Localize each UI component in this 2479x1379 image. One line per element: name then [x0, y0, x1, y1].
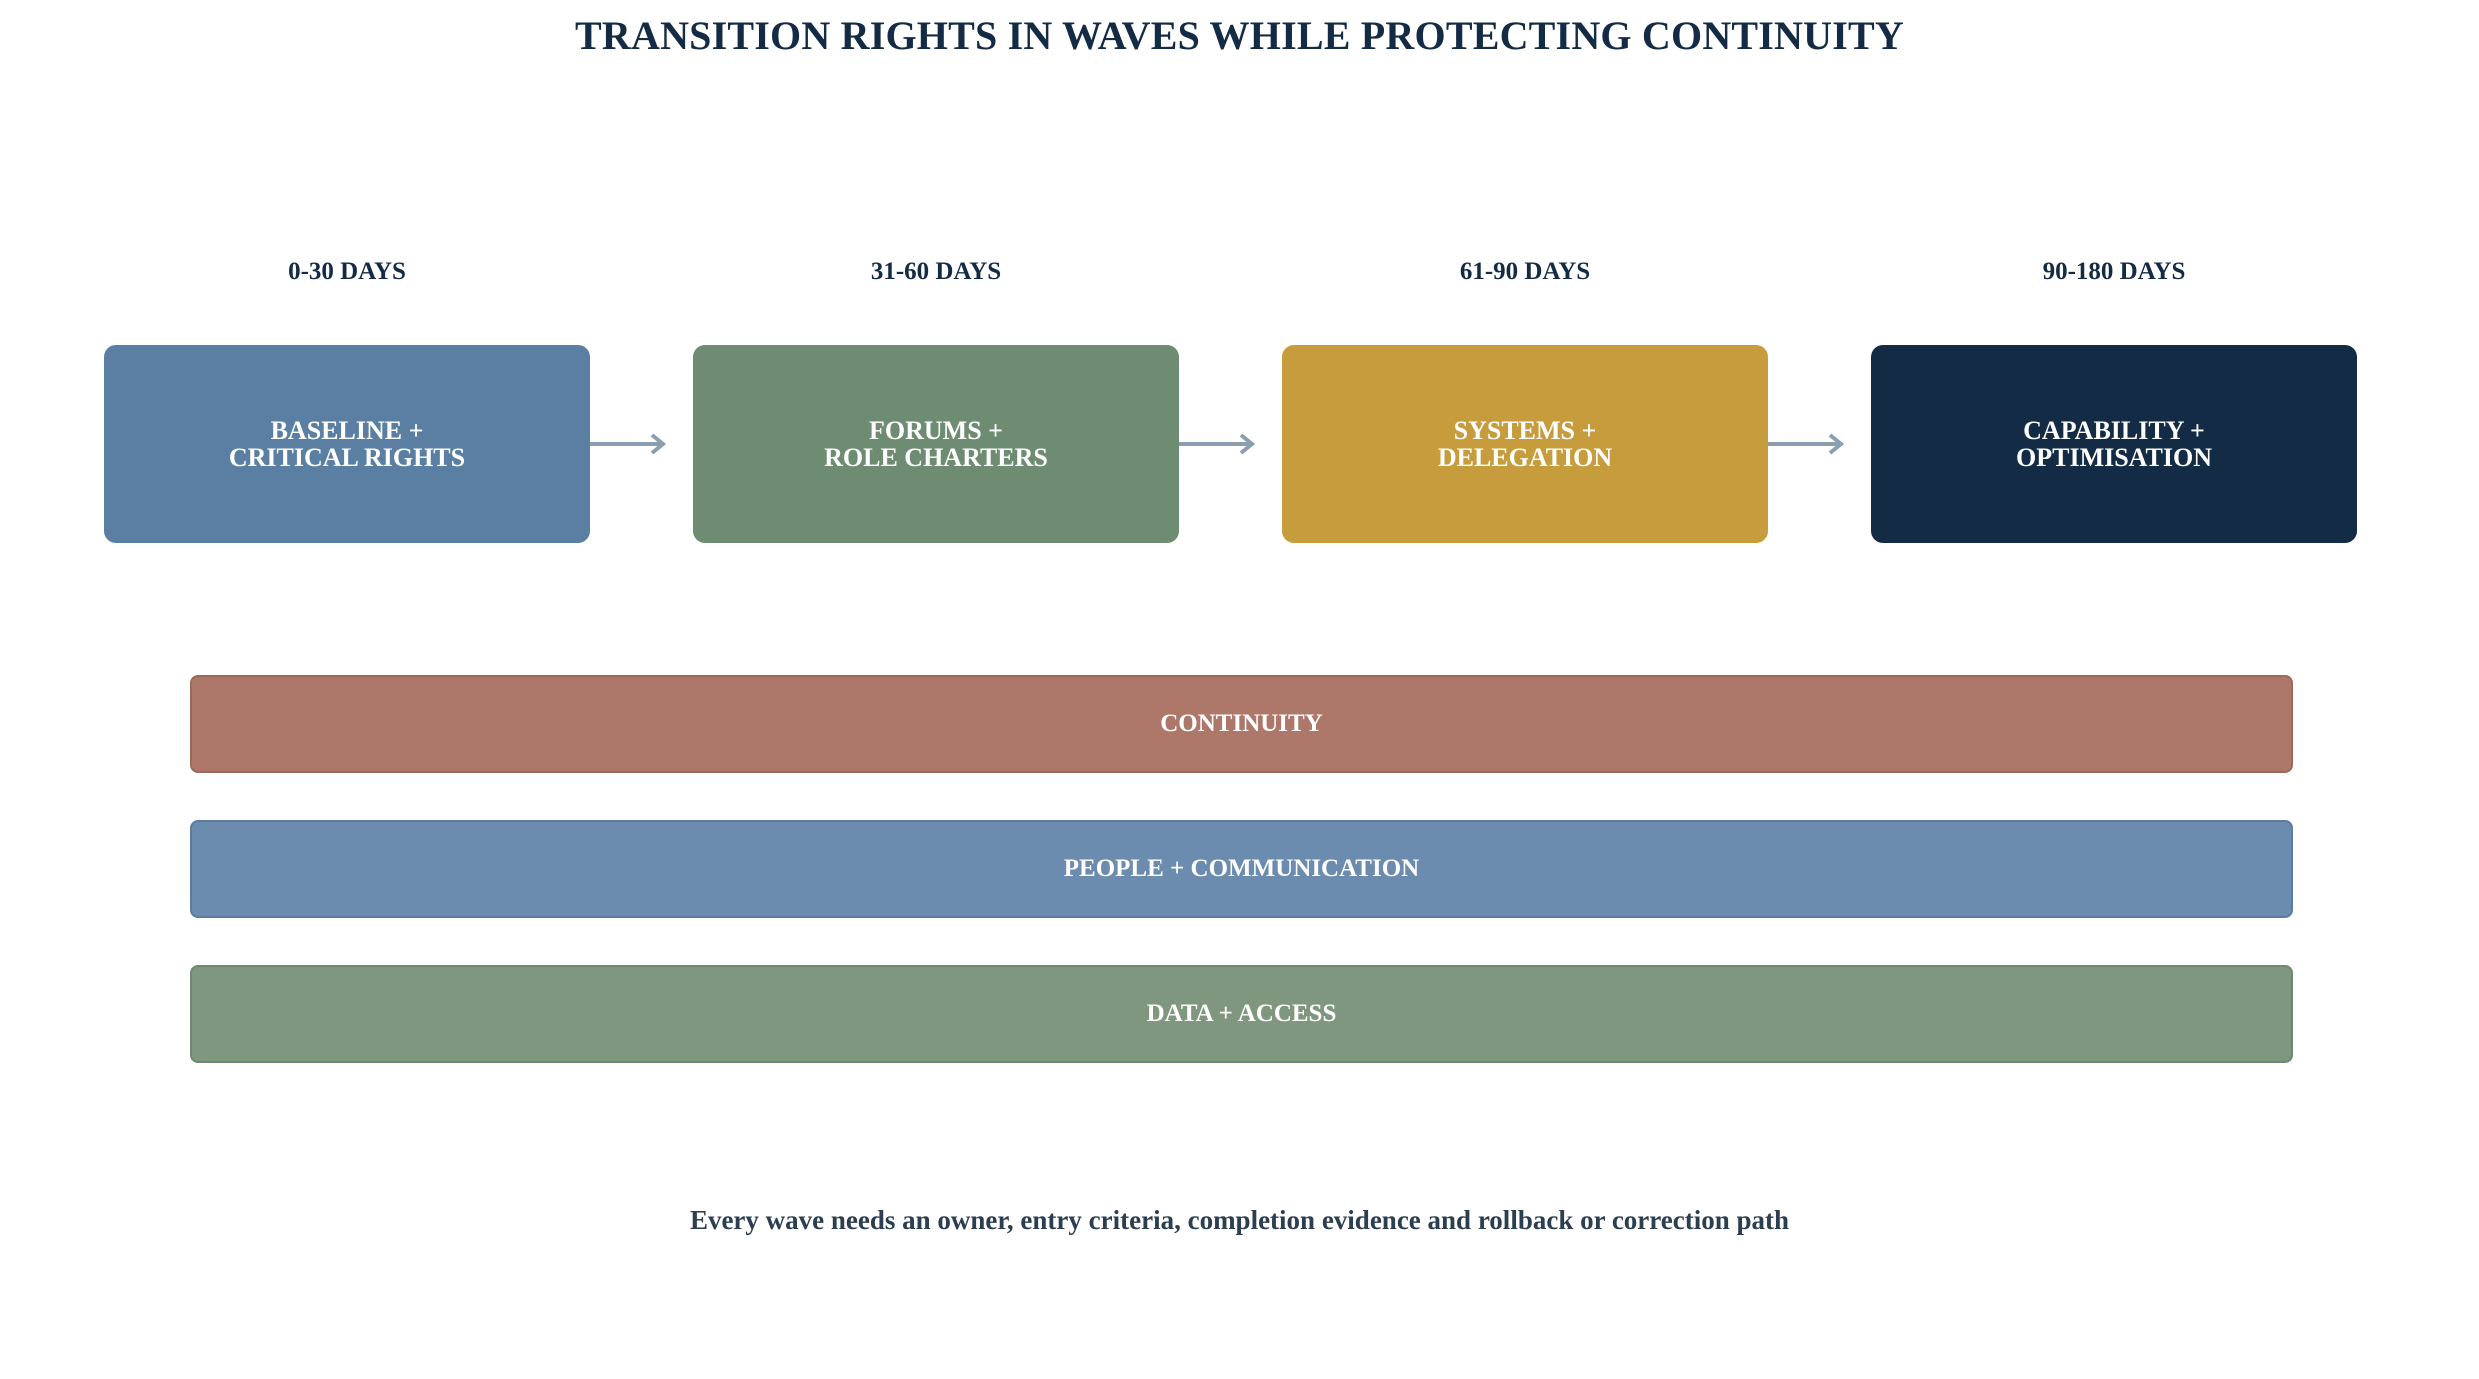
band-data-access: DATA + ACCESS	[190, 965, 2293, 1063]
band-label: PEOPLE + COMMUNICATION	[1063, 855, 1420, 882]
band-continuity: CONTINUITY	[190, 675, 2293, 773]
page-title: TRANSITION RIGHTS IN WAVES WHILE PROTECT…	[575, 13, 1904, 58]
phase-label-0-30: 0-30 DAYS	[288, 258, 406, 285]
wave-box-capability: CAPABILITY + OPTIMISATION	[1871, 345, 2357, 543]
wave-box-forums: FORUMS + ROLE CHARTERS	[693, 345, 1179, 543]
wave-box-systems: SYSTEMS + DELEGATION	[1282, 345, 1768, 543]
wave-box-line2: DELEGATION	[1437, 443, 1613, 472]
wave-box-line2: ROLE CHARTERS	[824, 443, 1048, 472]
wave-box-line1: BASELINE +	[270, 416, 424, 445]
band-label: DATA + ACCESS	[1146, 1000, 1337, 1027]
wave-box-line2: OPTIMISATION	[2016, 443, 2212, 472]
phase-label-31-60: 31-60 DAYS	[870, 258, 1002, 285]
band-people-communication: PEOPLE + COMMUNICATION	[190, 820, 2293, 918]
phase-label-90-180: 90-180 DAYS	[2042, 258, 2186, 285]
wave-box-line1: FORUMS +	[869, 416, 1003, 445]
arrow-right-icon	[1768, 433, 1844, 455]
arrow-right-icon	[1179, 433, 1255, 455]
wave-box-line1: CAPABILITY +	[2023, 416, 2205, 445]
arrow-right-icon	[590, 433, 666, 455]
footer-note: Every wave needs an owner, entry criteri…	[689, 1205, 1790, 1235]
wave-box-line1: SYSTEMS +	[1453, 416, 1597, 445]
phase-label-61-90: 61-90 DAYS	[1459, 258, 1591, 285]
wave-box-line2: CRITICAL RIGHTS	[228, 443, 466, 472]
wave-box-baseline: BASELINE + CRITICAL RIGHTS	[104, 345, 590, 543]
band-label: CONTINUITY	[1160, 710, 1323, 737]
